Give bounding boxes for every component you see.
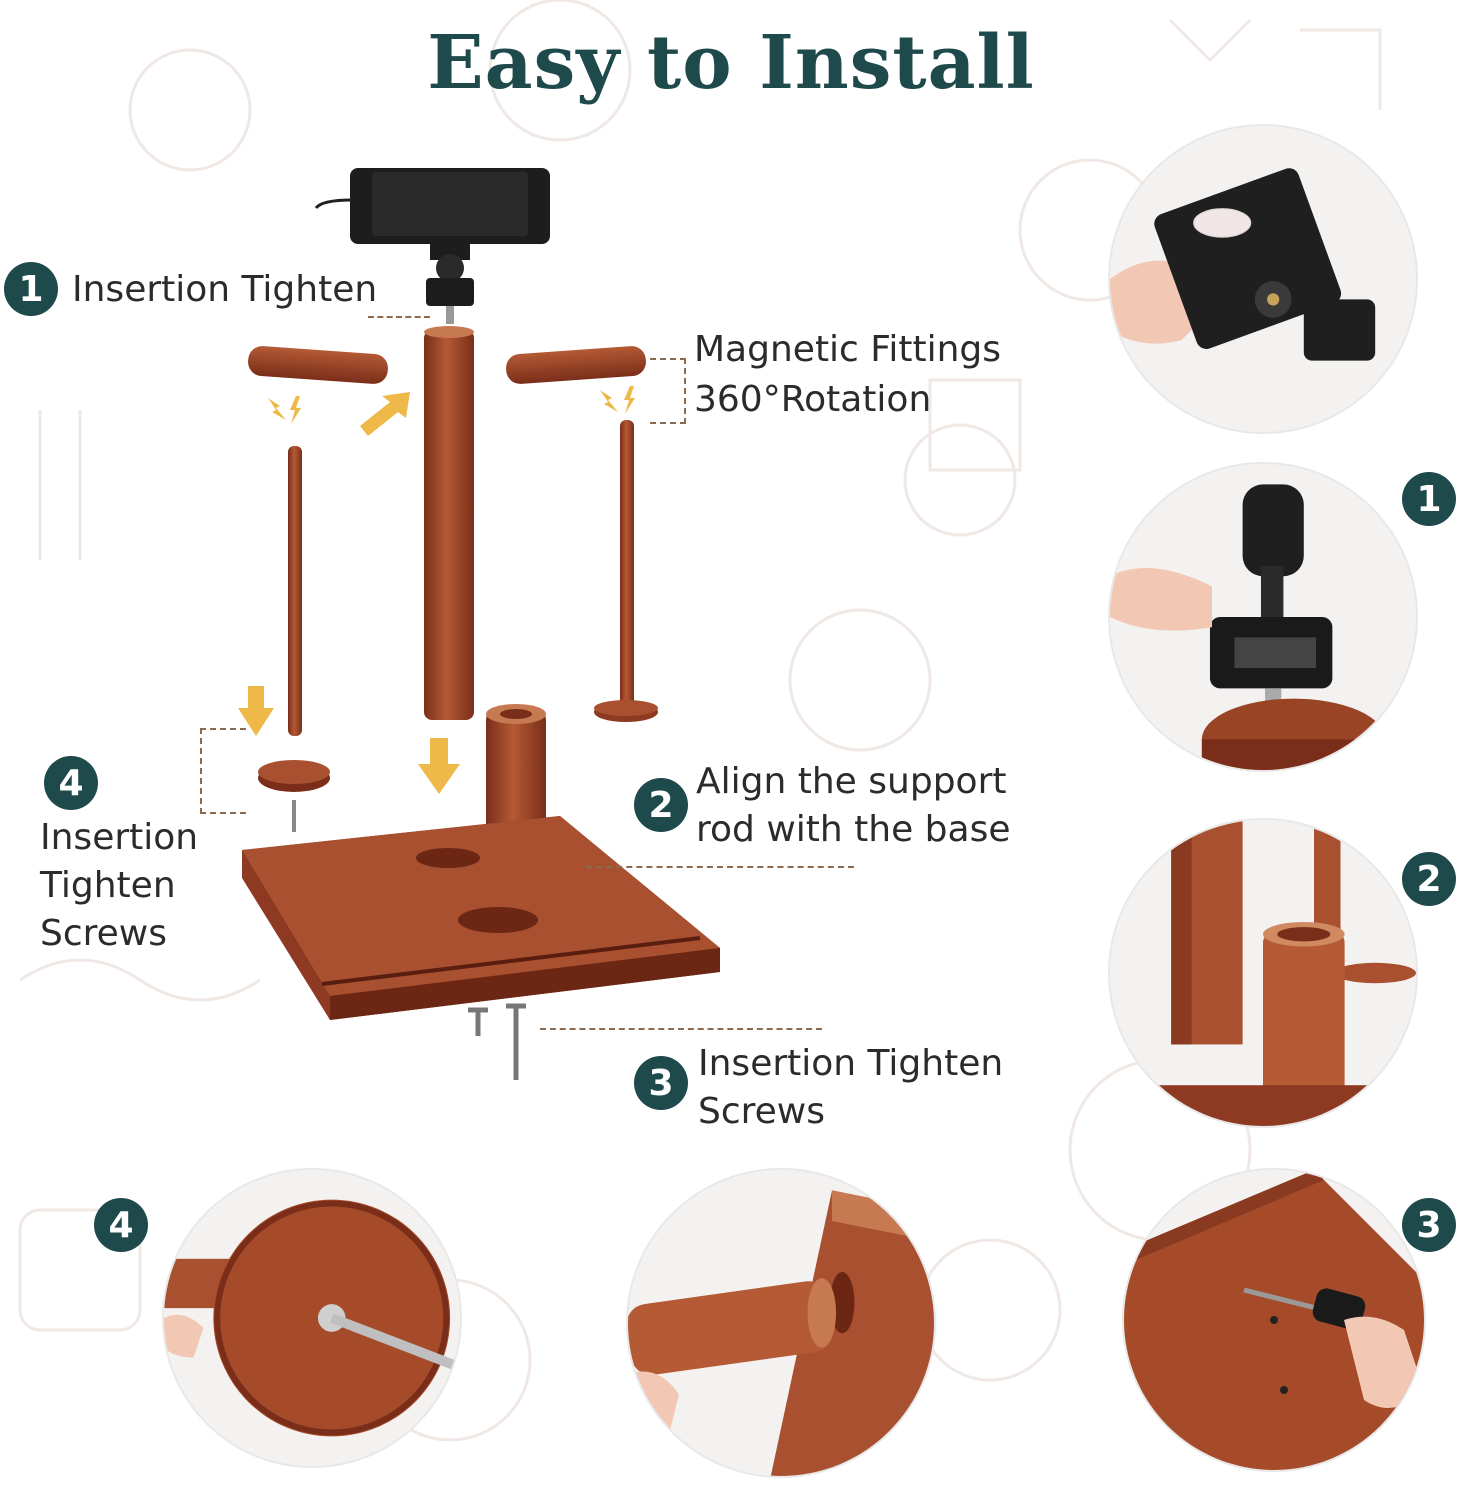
right-detail-2-badge: 2 — [1402, 852, 1456, 906]
magnetic-bracket — [650, 358, 686, 424]
right-rod — [620, 420, 634, 710]
step-3-line1: Insertion Tighten — [698, 1043, 1004, 1084]
screwdriver-icon — [1243, 1287, 1325, 1313]
page-title: Easy to Install — [427, 20, 1035, 106]
step-4-line1: Insertion — [40, 817, 199, 858]
right-detail-1-badge: 1 — [1402, 472, 1456, 526]
left-rod — [288, 446, 302, 736]
step-4-bracket — [200, 728, 246, 814]
step-2-line2: rod with the base — [696, 809, 1011, 850]
detail-base-screws — [1122, 1168, 1426, 1472]
lightning-icon — [268, 386, 635, 424]
step-2-leader — [586, 866, 854, 868]
detail-arm-insert — [626, 1168, 936, 1478]
step-4-badge: 4 — [44, 756, 98, 810]
step-4-line3: Screws — [40, 913, 168, 954]
detail-mount-screw — [1108, 462, 1418, 772]
step-2-line1: Align the support — [696, 761, 1007, 802]
step-1-leader — [368, 316, 430, 318]
magnetic-label-line1: Magnetic Fittings — [694, 329, 1002, 370]
right-detail-3-badge: 3 — [1402, 1198, 1456, 1252]
step-1-badge: 1 — [4, 262, 58, 316]
step-3-line2: Screws — [698, 1091, 826, 1132]
short-cylinder — [486, 710, 546, 840]
center-post — [424, 330, 474, 720]
detail-phone-holder-mount — [1108, 124, 1418, 434]
arrow-icon — [360, 392, 410, 436]
step-1-label: Insertion Tighten — [72, 269, 378, 310]
left-arm — [248, 346, 388, 384]
bottom-detail-4-badge: 4 — [94, 1198, 148, 1252]
right-arm — [506, 346, 646, 384]
screwdriver-icon — [329, 1313, 460, 1372]
detail-support-rod-base — [1108, 818, 1418, 1128]
detail-foot-disc-screw — [162, 1168, 462, 1468]
screw-icon — [468, 1003, 526, 1080]
step-3-badge: 3 — [634, 1056, 688, 1110]
magnetic-label-line2: 360°Rotation — [694, 379, 932, 420]
step-4-line2: Tighten — [40, 865, 176, 906]
step-3-leader — [540, 1028, 822, 1030]
phone-holder-icon — [314, 168, 550, 324]
step-2-badge: 2 — [634, 778, 688, 832]
product-exploded-view — [238, 168, 720, 1080]
